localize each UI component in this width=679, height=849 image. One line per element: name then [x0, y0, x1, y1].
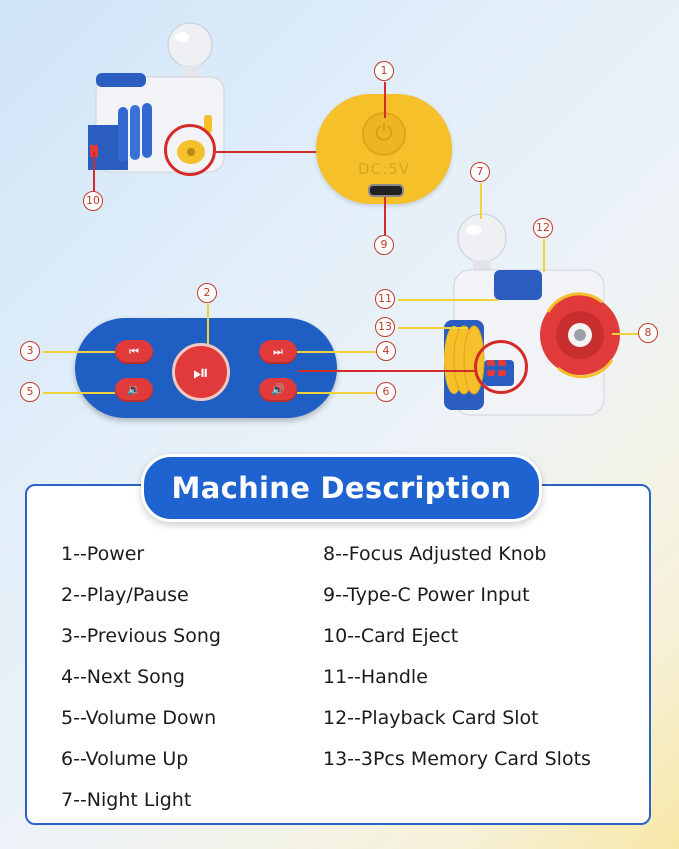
- panel-connector-line: [298, 370, 476, 372]
- callout-6-line: [297, 392, 376, 394]
- callout-5-line: [43, 392, 115, 394]
- usb-c-port-icon: [368, 184, 404, 197]
- list-item: 5--Volume Down: [61, 707, 217, 729]
- callout-8: 8: [638, 323, 658, 343]
- callout-8-line: [612, 333, 638, 335]
- list-item: 9--Type-C Power Input: [323, 584, 530, 606]
- list-item: 13--3Pcs Memory Card Slots: [323, 748, 591, 770]
- previous-song-button[interactable]: ⏮: [115, 340, 153, 364]
- volume-up-button[interactable]: 🔊: [259, 378, 297, 402]
- device-side-illustration: [444, 213, 620, 416]
- callout-11: 11: [375, 289, 395, 309]
- side-buttons-highlight-ring: [474, 340, 528, 394]
- callout-11-line: [398, 299, 498, 301]
- list-item: 8--Focus Adjusted Knob: [323, 543, 547, 565]
- callout-6: 6: [376, 382, 396, 402]
- callout-9: 9: [374, 235, 394, 255]
- callout-3: 3: [20, 341, 40, 361]
- list-item: 4--Next Song: [61, 666, 185, 688]
- description-title-pill: Machine Description: [141, 454, 542, 522]
- callout-1-line: [384, 82, 386, 118]
- callout-2-line: [207, 304, 209, 344]
- callout-13-line: [398, 327, 468, 329]
- power-button-icon: ⏻: [362, 112, 406, 156]
- callout-7: 7: [470, 162, 490, 182]
- next-song-button[interactable]: ⏭: [259, 340, 297, 364]
- list-item: 6--Volume Up: [61, 748, 189, 770]
- callout-4-line: [297, 351, 376, 353]
- callout-9-line: [384, 197, 386, 235]
- volume-down-icon: 🔉: [127, 383, 141, 396]
- callout-2: 2: [197, 283, 217, 303]
- power-port-panel: ⏻ DC:5V: [316, 94, 452, 204]
- callout-12-line: [543, 239, 545, 272]
- callout-13: 13: [375, 317, 395, 337]
- callout-7-line: [480, 183, 482, 219]
- description-card: 1--Power 2--Play/Pause 3--Previous Song …: [25, 484, 651, 825]
- previous-icon: ⏮: [129, 345, 139, 358]
- description-title: Machine Description: [171, 471, 512, 505]
- device-side-view: [440, 210, 620, 420]
- next-icon: ⏭: [273, 345, 283, 358]
- list-item: 7--Night Light: [61, 789, 192, 811]
- callout-12: 12: [533, 218, 553, 238]
- list-item: 10--Card Eject: [323, 625, 459, 647]
- control-panel: ⏮ ⏭ 🔉 🔊 ⏯: [75, 318, 337, 418]
- volume-down-button[interactable]: 🔉: [115, 378, 153, 402]
- power-highlight-ring: [164, 124, 216, 176]
- list-item: 2--Play/Pause: [61, 584, 189, 606]
- play-pause-icon: ⏯: [193, 360, 209, 384]
- list-item: 11--Handle: [323, 666, 428, 688]
- callout-10-line: [93, 152, 95, 191]
- callout-5: 5: [20, 382, 40, 402]
- description-right-list: 8--Focus Adjusted Knob 9--Type-C Power I…: [323, 540, 591, 786]
- dc-label: DC:5V: [358, 160, 410, 178]
- play-pause-button[interactable]: ⏯: [172, 343, 230, 401]
- list-item: 1--Power: [61, 543, 145, 565]
- callout-3-line: [43, 351, 115, 353]
- power-connector-line: [216, 151, 322, 153]
- callout-1: 1: [374, 61, 394, 81]
- list-item: 3--Previous Song: [61, 625, 221, 647]
- list-item: 12--Playback Card Slot: [323, 707, 539, 729]
- volume-up-icon: 🔊: [271, 383, 285, 396]
- callout-4: 4: [376, 341, 396, 361]
- description-left-list: 1--Power 2--Play/Pause 3--Previous Song …: [61, 540, 221, 827]
- callout-10: 10: [83, 191, 103, 211]
